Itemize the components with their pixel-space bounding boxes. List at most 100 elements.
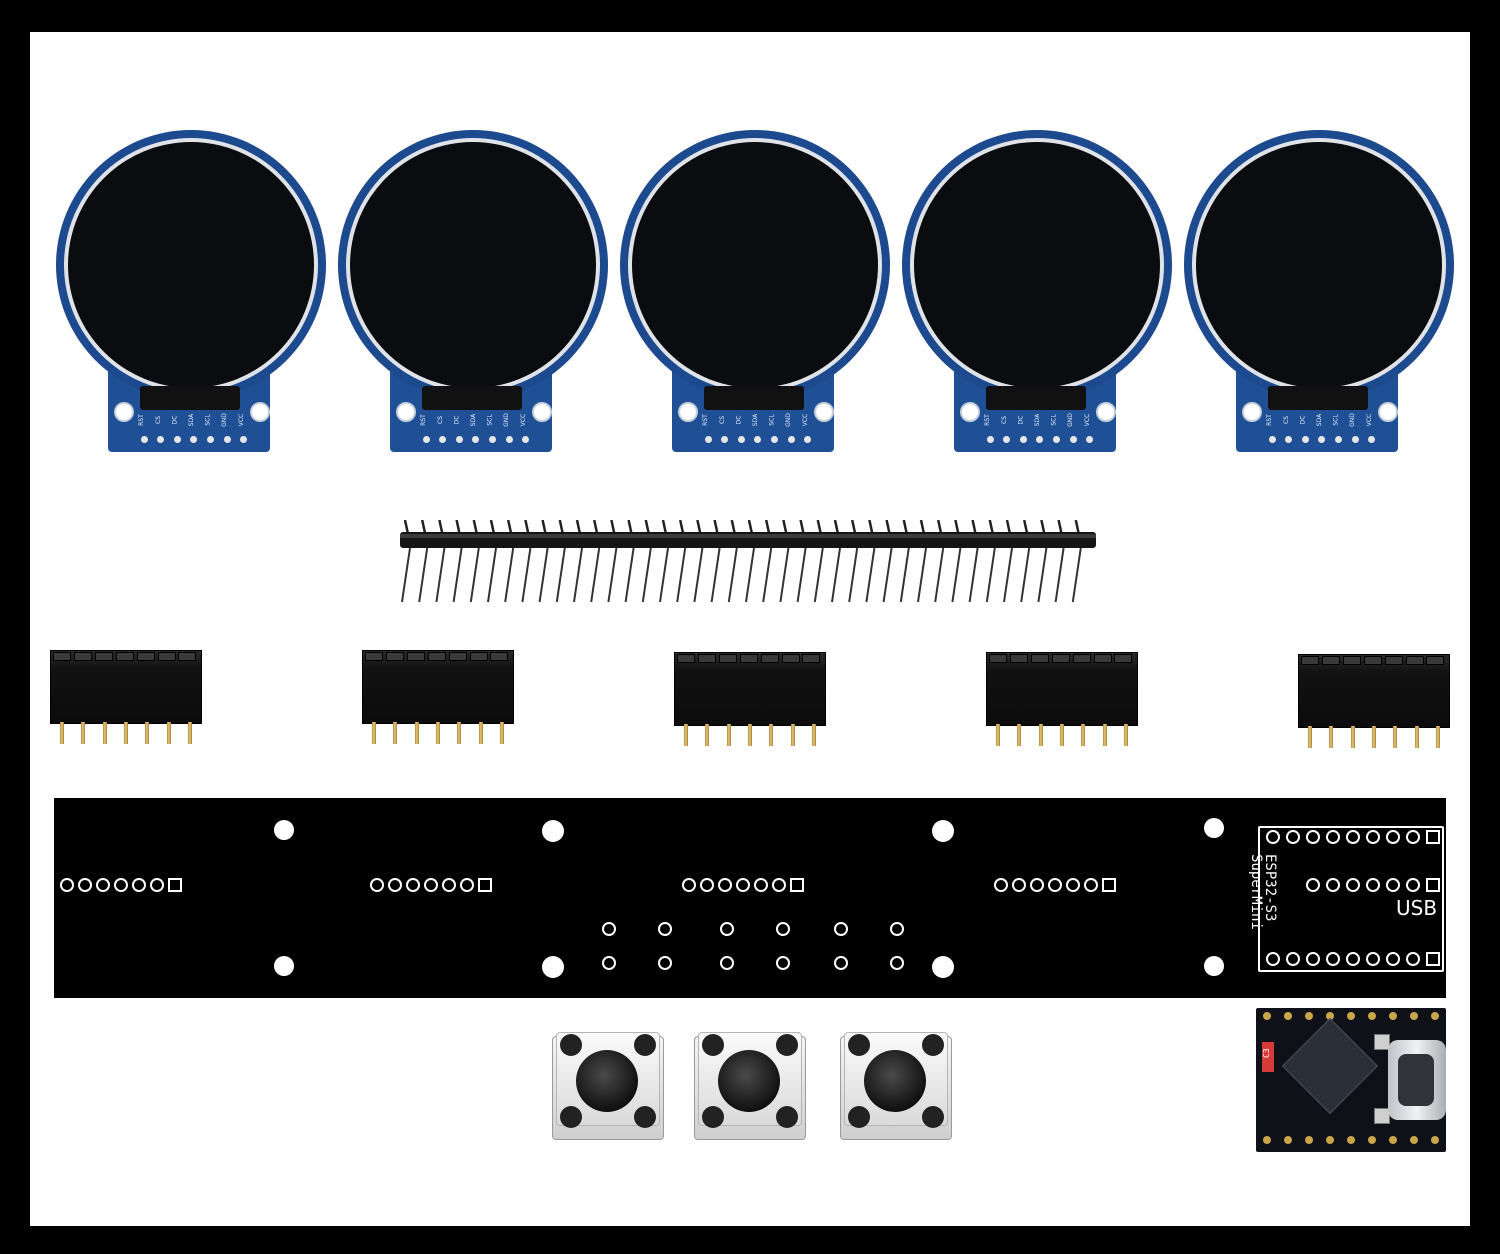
- mount-hole-left: [1242, 402, 1262, 422]
- header-pin-top: [799, 520, 805, 535]
- display-pin-label: SDA: [187, 413, 195, 427]
- header-pin-bottom: [1003, 547, 1013, 603]
- pcb-through-hole: [424, 878, 438, 892]
- female-header-4: [986, 652, 1138, 752]
- pcb-through-hole: [1286, 830, 1300, 844]
- pcb-through-hole: [370, 878, 384, 892]
- header-pin-bottom: [917, 547, 927, 603]
- header-pin-bottom: [951, 547, 962, 603]
- display-pin: SDA: [188, 412, 200, 448]
- header-pin-top: [1040, 520, 1046, 535]
- display-pin-label: SCL: [204, 414, 212, 426]
- display-pin: VCC: [1084, 412, 1096, 448]
- esp32-supermini-module: C3: [1256, 1008, 1446, 1152]
- display-pin: CS: [719, 412, 731, 448]
- pcb-through-hole: [1346, 878, 1360, 892]
- header-pin-bottom: [693, 547, 704, 603]
- display-screen: [914, 142, 1160, 388]
- display-pin-pad: [804, 436, 812, 443]
- header-pin-bottom: [899, 547, 910, 603]
- display-pin-label: VCC: [237, 413, 245, 427]
- display-pin: VCC: [238, 412, 250, 448]
- display-pin-pad: [140, 436, 148, 443]
- display-pin-pad: [754, 436, 762, 443]
- pcb-through-hole: [754, 878, 768, 892]
- header-pin-bottom: [401, 547, 411, 603]
- display-pin: VCC: [1366, 412, 1378, 448]
- display-pin-label: GND: [1067, 413, 1075, 427]
- header-pin-bottom: [521, 547, 532, 603]
- display-pin: SCL: [769, 412, 781, 448]
- header-pin-top: [730, 520, 737, 535]
- header-pin-top: [1005, 520, 1012, 535]
- display-pin: SCL: [487, 412, 499, 448]
- display-pin: DC: [1299, 412, 1311, 448]
- display-pin-pad: [771, 436, 779, 443]
- pcb-through-hole: [460, 878, 474, 892]
- display-pin: DC: [453, 412, 465, 448]
- pcb-through-hole: [1386, 878, 1400, 892]
- display-pin: RST: [420, 412, 432, 448]
- header-pin-top: [1057, 520, 1063, 535]
- pcb-through-hole: [1048, 878, 1062, 892]
- pcb-through-hole: [1346, 952, 1360, 966]
- header-pin-top: [403, 520, 410, 535]
- header-pin-top: [661, 520, 668, 535]
- display-pin-label: SDA: [751, 413, 759, 427]
- display-pin-pad: [704, 436, 712, 443]
- pcb-through-hole: [1366, 830, 1380, 844]
- header-pin-top: [644, 520, 651, 535]
- display-pin-label: GND: [1349, 413, 1357, 427]
- female-header-2: [362, 650, 514, 750]
- header-pin-bottom: [934, 547, 945, 603]
- display-pin-pad: [1285, 436, 1293, 443]
- pcb-through-hole: [1326, 952, 1340, 966]
- header-pin-bottom: [745, 547, 755, 603]
- header-pin-bottom: [435, 547, 446, 603]
- pcb-through-hole: [1326, 830, 1340, 844]
- header-pin-bottom: [590, 547, 601, 603]
- mount-hole-right: [814, 402, 834, 422]
- display-pin: SDA: [1034, 412, 1046, 448]
- header-pin-bottom: [641, 547, 652, 603]
- display-pin-pad: [1036, 436, 1044, 443]
- header-pin-top: [610, 520, 616, 535]
- display-screen: [1196, 142, 1442, 388]
- esp-part-label: C3: [1262, 1048, 1271, 1058]
- display-pin: RST: [984, 412, 996, 448]
- display-pin: DC: [735, 412, 747, 448]
- display-pin-label: SDA: [1033, 413, 1041, 427]
- pcb-through-hole: [602, 956, 616, 970]
- pcb-through-hole: [406, 878, 420, 892]
- pcb-through-hole: [1266, 830, 1280, 844]
- header-pin-top: [919, 520, 926, 535]
- pcb-mount-hole: [1204, 956, 1224, 976]
- display-pin: VCC: [802, 412, 814, 448]
- silk-esp32-s3: ESP32-S3: [1262, 854, 1278, 922]
- pcb-through-hole: [1386, 830, 1400, 844]
- pcb-square-pad: [1426, 830, 1440, 844]
- display-pin-label: RST: [702, 414, 709, 426]
- display-flex-cable: [1268, 386, 1368, 410]
- display-pin-pad: [439, 436, 447, 443]
- header-pin-bottom: [573, 547, 583, 603]
- display-pin-pad: [1003, 436, 1011, 443]
- switch-cap: [864, 1050, 926, 1112]
- pcb-mount-hole: [274, 820, 294, 840]
- header-pin-top: [696, 520, 702, 535]
- header-pin-bottom: [487, 547, 497, 603]
- female-header-5: [1298, 654, 1450, 754]
- display-pin: CS: [437, 412, 449, 448]
- mount-hole-right: [1378, 402, 1398, 422]
- display-pin-label: SCL: [1332, 414, 1340, 426]
- display-pin: CS: [1001, 412, 1013, 448]
- mount-hole-right: [532, 402, 552, 422]
- pcb-through-hole: [114, 878, 128, 892]
- pcb-mount-hole: [932, 956, 954, 978]
- display-pin-label: SDA: [469, 413, 477, 427]
- pcb-through-hole: [1012, 878, 1026, 892]
